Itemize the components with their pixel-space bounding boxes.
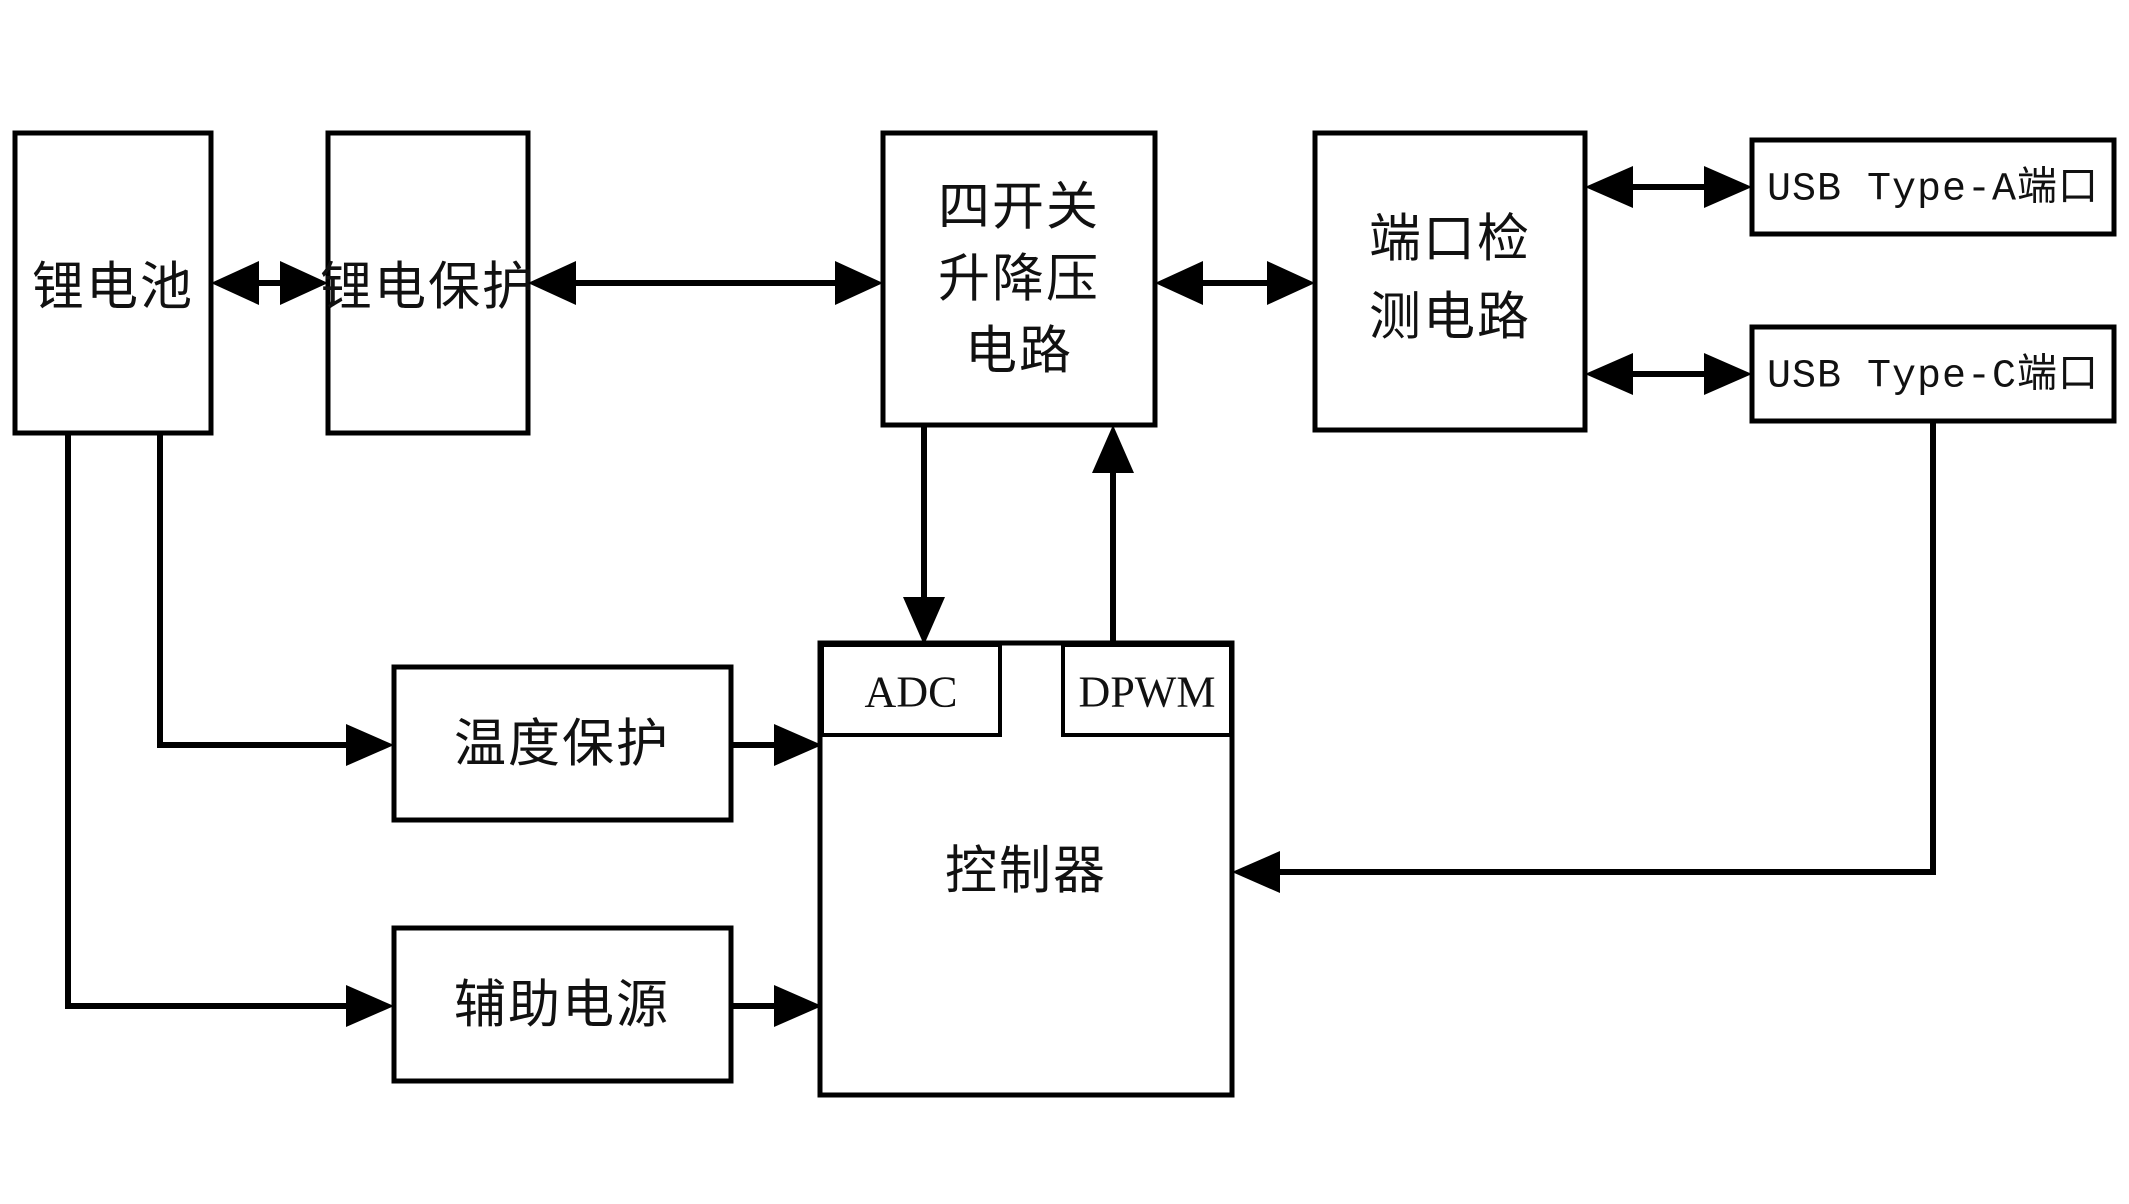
block-dpwm (1061, 643, 1233, 737)
block-buck-boost-line2: 升降压 (938, 252, 1100, 309)
connection-portdetect-to-usb-c (1585, 353, 1752, 395)
arrowhead-right (835, 261, 883, 305)
connection-buckboost-to-portdetect (1155, 261, 1315, 305)
connection-battery-to-temperature (157, 433, 394, 766)
connection-dpwm-to-buckboost (1092, 425, 1134, 645)
arrowhead-up (1092, 425, 1134, 473)
block-battery-protection-label: 锂电保护 (320, 260, 536, 317)
arrowhead-left (1585, 166, 1633, 208)
connection-temperature-to-adc (731, 724, 822, 766)
block-usb-type-a-label: USB Type-A端口 (1767, 166, 2099, 213)
block-adc-label: ADC (865, 668, 958, 717)
arrowhead-left (1585, 353, 1633, 395)
block-usb-type-a (1749, 137, 2117, 237)
block-battery-protection (325, 130, 531, 436)
arrowhead-right (346, 985, 394, 1027)
connection-battery-to-auxiliary (65, 433, 394, 1027)
arrowhead-right (1267, 261, 1315, 305)
connection-usbc-to-controller (1232, 421, 1936, 893)
connection-auxiliary-to-controller (731, 985, 822, 1027)
block-battery-label: 锂电池 (32, 260, 194, 317)
block-buck-boost (880, 130, 1158, 428)
block-auxiliary-power (391, 925, 734, 1084)
block-buck-boost-line1: 四开关 (938, 180, 1100, 237)
arrowhead-right (1704, 353, 1752, 395)
block-battery (12, 130, 214, 436)
arrowhead-down (903, 597, 945, 645)
block-port-detect-line1: 端口检 (1369, 212, 1531, 269)
block-dpwm-label: DPWM (1079, 668, 1216, 717)
arrowhead-right (346, 724, 394, 766)
connection-protection-to-buckboost (528, 261, 883, 305)
block-temperature-protection (391, 664, 734, 823)
block-controller-label: 控制器 (945, 844, 1107, 901)
arrowhead-left (211, 261, 259, 305)
block-port-detect (1312, 130, 1588, 433)
block-port-detect-line2: 测电路 (1369, 290, 1531, 347)
arrowhead-left (1155, 261, 1203, 305)
arrowhead-left (1232, 851, 1280, 893)
block-buck-boost-line3: 电路 (965, 324, 1073, 381)
arrowhead-left (528, 261, 576, 305)
arrowhead-right (1704, 166, 1752, 208)
arrowhead-right (774, 724, 822, 766)
block-auxiliary-power-label: 辅助电源 (454, 978, 670, 1035)
connection-buckboost-to-adc (903, 425, 945, 645)
block-temperature-protection-label: 温度保护 (454, 717, 670, 774)
arrowhead-right (774, 985, 822, 1027)
connection-battery-to-protection (211, 261, 328, 305)
block-adc (820, 643, 1002, 737)
arrowhead-right (280, 261, 328, 305)
connection-portdetect-to-usb-a (1585, 166, 1752, 208)
block-usb-type-c-label: USB Type-C端口 (1767, 353, 2099, 400)
